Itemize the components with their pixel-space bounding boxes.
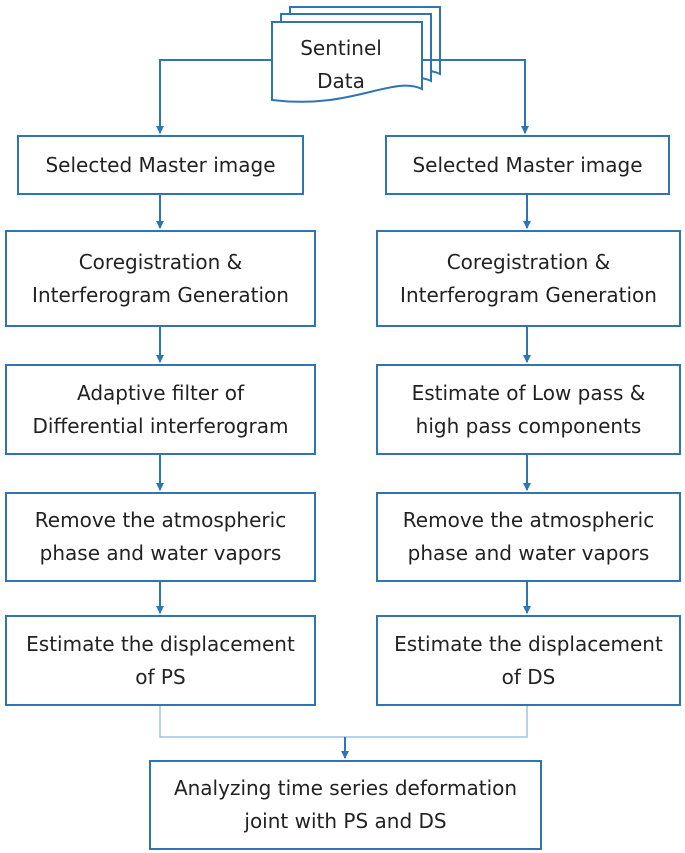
sentinel-data-document-stack <box>271 6 441 103</box>
box-text-line: Remove the atmospheric <box>34 508 287 532</box>
box-text-line: Estimate the displacement <box>26 631 295 656</box>
box-text-line: Coregistration & <box>446 249 611 274</box>
sentinel-data-line: Sentinel <box>300 36 382 60</box>
left-selected-master-box: Selected Master image <box>17 135 304 195</box>
arrow-source-to-left-master <box>156 59 272 134</box>
box-text-line: Selected Master image <box>412 152 643 177</box>
box-text-line: Interferogram Generation <box>400 282 657 307</box>
right-low-high-pass-box: Estimate of Low pass & high pass compone… <box>376 364 681 455</box>
merge-line <box>159 706 528 738</box>
box-text-line: Estimate of Low pass & <box>411 380 646 405</box>
right-selected-master-box: Selected Master image <box>385 135 670 195</box>
left-remove-atmospheric-box: Remove the atmospheric phase and water v… <box>5 492 316 582</box>
box-text-line: joint with PS and DS <box>244 809 447 833</box>
box-text-line: Estimate the displacement <box>394 631 663 656</box>
box-text-line: Adaptive filter of <box>76 380 245 405</box>
left-adaptive-filter-box: Adaptive filter of Differential interfer… <box>5 364 316 455</box>
box-text-line: Coregistration & <box>78 249 243 274</box>
left-estimate-displacement-box: Estimate the displacement of PS <box>5 615 316 706</box>
right-coregistration-box: Coregistration & Interferogram Generatio… <box>376 230 681 327</box>
box-text-line: Analyzing time series deformation <box>173 776 518 800</box>
left-coregistration-box: Coregistration & Interferogram Generatio… <box>5 230 316 327</box>
box-text-line: Differential interferogram <box>32 413 289 438</box>
box-text-line: Remove the atmospheric <box>402 508 655 532</box>
sentinel-data-line: Data <box>317 69 365 93</box>
box-text-line: phase and water vapors <box>39 541 282 565</box>
box-text-line: of PS <box>135 664 186 689</box>
box-text-line: of DS <box>501 664 556 689</box>
box-text-line: phase and water vapors <box>407 541 650 565</box>
arrow-source-to-right-master <box>422 59 529 134</box>
right-estimate-displacement-box: Estimate the displacement of DS <box>376 615 681 706</box>
box-text-line: high pass components <box>415 413 642 438</box>
final-analysis-box: Analyzing time series deformation joint … <box>149 760 542 850</box>
sentinel-data-label: Sentinel Data <box>272 30 410 100</box>
right-remove-atmospheric-box: Remove the atmospheric phase and water v… <box>376 492 681 582</box>
box-text-line: Interferogram Generation <box>32 282 289 307</box>
box-text-line: Selected Master image <box>45 152 276 177</box>
